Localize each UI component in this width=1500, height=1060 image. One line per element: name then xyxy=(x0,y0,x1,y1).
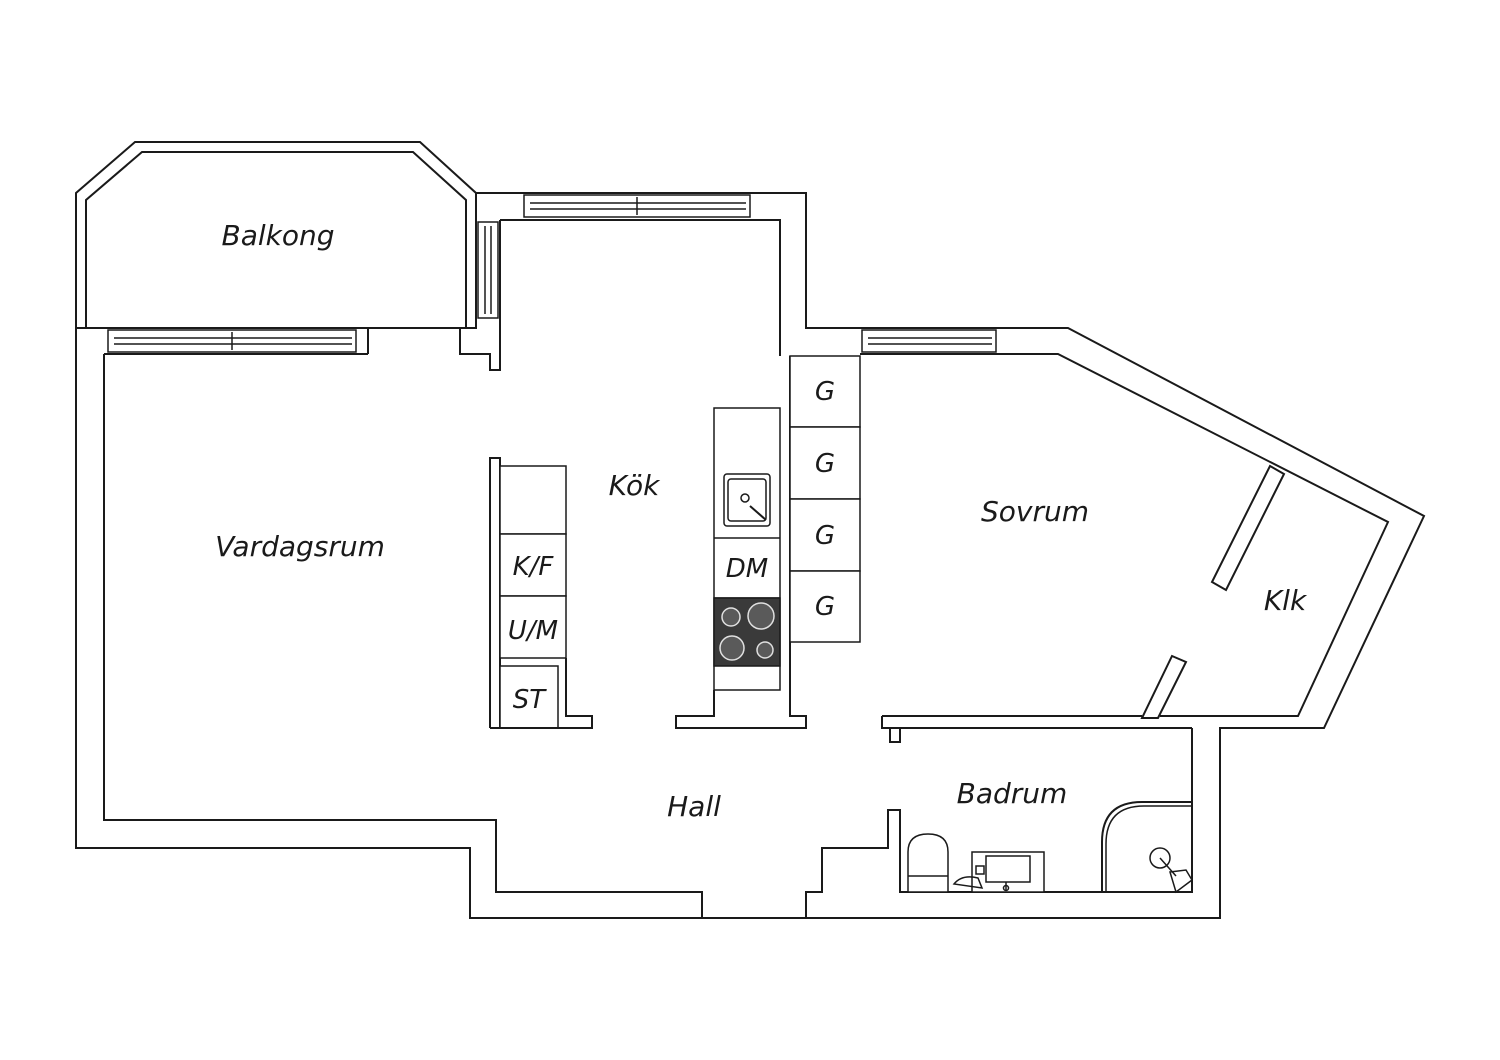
closet-wall-upper xyxy=(1210,464,1286,592)
kitchen-fixtures xyxy=(489,356,807,729)
wardrobe-1 xyxy=(789,355,861,428)
windows xyxy=(107,194,997,353)
window-bedroom xyxy=(861,329,997,353)
shower-curtain xyxy=(1101,801,1192,892)
kitchen-left-wall xyxy=(489,457,501,728)
label-storage: ST xyxy=(513,685,548,715)
room-label-vardagsrum: Vardagsrum xyxy=(215,530,385,563)
closet-walls xyxy=(1140,464,1286,719)
inner-wall-hall-south xyxy=(805,728,1193,918)
wardrobes xyxy=(789,355,861,643)
room-label-hall: Hall xyxy=(667,790,721,823)
inner-wall-kitchen-west xyxy=(459,220,501,371)
label-wardrobe-3: G xyxy=(815,521,835,551)
inner-wall-living-west xyxy=(103,354,703,918)
fixture-labels: K/F U/M ST DM G G G G xyxy=(508,377,835,715)
room-label-klk: Klk xyxy=(1264,584,1308,617)
wardrobe-2 xyxy=(789,426,861,500)
closet-wall-lower xyxy=(1140,654,1188,719)
wardrobe-3 xyxy=(789,498,861,572)
fridge-freezer xyxy=(499,533,567,597)
balcony-inner-rail xyxy=(85,151,467,328)
outer-wall-outline xyxy=(75,192,1426,919)
inner-wall-kitchen-top xyxy=(500,219,781,356)
label-oven-microwave: U/M xyxy=(508,616,558,646)
partition-bed-bath-lower xyxy=(881,716,901,743)
room-label-badrum: Badrum xyxy=(957,777,1068,810)
room-label-balkong: Balkong xyxy=(221,219,334,252)
inner-wall-bedroom-top xyxy=(860,353,1390,717)
label-wardrobe-2: G xyxy=(815,449,835,479)
oven-microwave xyxy=(499,595,567,659)
room-labels: Balkong Vardagsrum Kök Sovrum Klk Hall B… xyxy=(215,219,1308,823)
bathroom-fixtures xyxy=(907,801,1193,894)
outer-walls xyxy=(75,192,1426,919)
label-wardrobe-4: G xyxy=(815,592,835,622)
wardrobe-4 xyxy=(789,570,861,643)
toilet xyxy=(907,833,949,893)
shower-drain-icon xyxy=(1149,847,1171,869)
label-wardrobe-1: G xyxy=(815,377,835,407)
label-dishwasher: DM xyxy=(726,554,768,584)
counter-top xyxy=(499,465,567,535)
room-label-sovrum: Sovrum xyxy=(981,495,1089,528)
label-fridge-freezer: K/F xyxy=(513,552,555,582)
window-kitchen-side xyxy=(477,221,499,319)
room-label-kok: Kök xyxy=(609,469,661,502)
